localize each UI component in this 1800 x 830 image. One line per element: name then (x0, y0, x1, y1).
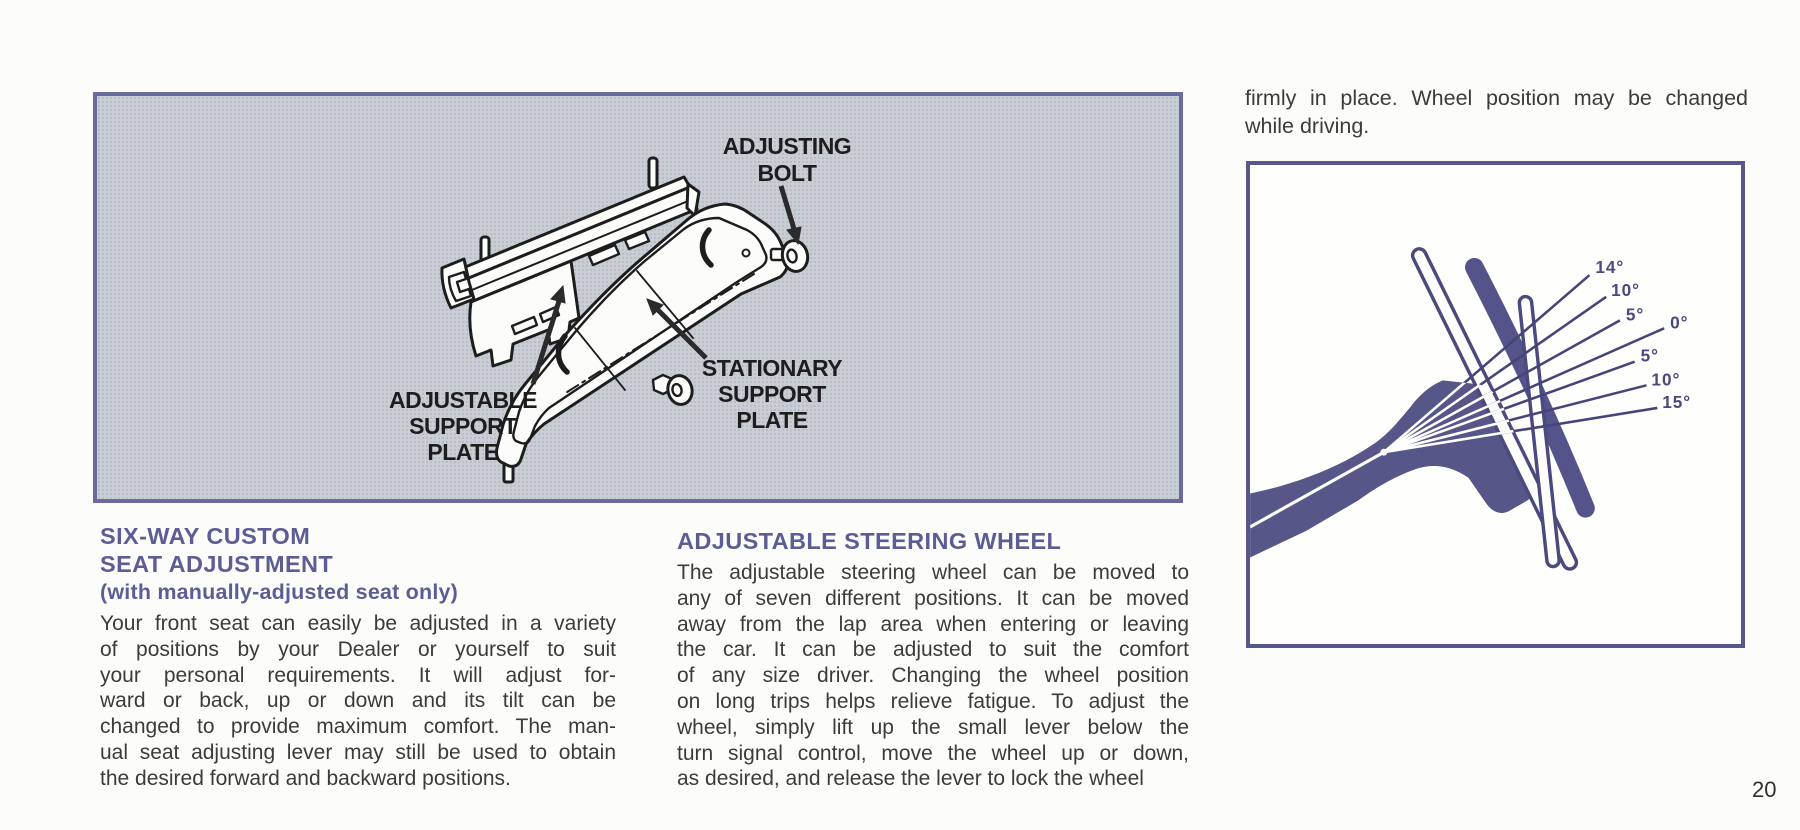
body-line: while driving. (1245, 114, 1370, 138)
steering-section-continued: firmly in place. Wheel position may be c… (1245, 84, 1748, 140)
angle-label-0: 0° (1670, 312, 1688, 332)
angle-label-5-up: 5° (1626, 304, 1644, 324)
stationary-support-plate-drawing (495, 202, 790, 484)
seat-adjustment-illustration: ADJUSTING BOLT ADJUSTABLE SUPPORT PLATE … (389, 133, 852, 484)
stationary-plate-label-line3: PLATE (736, 407, 807, 433)
steering-wheel-positions-figure: 14° 10° 5° 0° 5° 10° 15° (1246, 161, 1745, 648)
adjustable-plate-label-line3: PLATE (427, 439, 498, 465)
body-line: the desired forward and backward positio… (100, 766, 511, 790)
section-heading: ADJUSTABLE STEERING WHEEL (677, 528, 1062, 554)
angle-label-10-up: 10° (1611, 280, 1640, 300)
angle-label-5-down: 5° (1641, 346, 1659, 366)
body-line: Your front seat can easily be adjusted i… (100, 612, 616, 635)
adjustable-plate-label-line1: ADJUSTABLE (389, 387, 537, 413)
adjusting-bolt-label-line2: BOLT (758, 160, 817, 186)
adjustable-plate-label-line2: SUPPORT (409, 413, 517, 439)
stationary-plate-label-line2: SUPPORT (718, 381, 826, 407)
angle-label-14: 14° (1595, 257, 1624, 277)
seat-adjustment-figure: ADJUSTING BOLT ADJUSTABLE SUPPORT PLATE … (93, 92, 1183, 503)
body-line: on long trips helps relieve fatigue. To … (677, 689, 1189, 713)
section-subheading: (with manually-adjusted seat only) (100, 580, 459, 604)
steering-wheel-section: ADJUSTABLE STEERING WHEEL The adjustable… (677, 527, 1189, 792)
body-line: of any size driver. Changing the wheel p… (677, 664, 1189, 688)
wheel-rim-bar-down (1517, 294, 1561, 569)
adjustable-support-plate-drawing (440, 156, 701, 368)
body-line: your personal requirements. It will adju… (100, 663, 616, 687)
body-line: of positions by your Dealer or yourself … (100, 637, 616, 661)
body-line: wheel, simply lift up the small lever be… (677, 715, 1189, 739)
body-line: ual seat adjusting lever may still be us… (100, 740, 616, 764)
body-line: any of seven different positions. It can… (677, 586, 1189, 610)
body-line: The adjustable steering wheel can be mov… (677, 561, 1189, 584)
body-line: as desired, and release the lever to loc… (677, 767, 1144, 791)
callout-arrows (530, 185, 802, 385)
steering-section-body: The adjustable steering wheel can be mov… (677, 560, 1189, 792)
section-heading-line2: SEAT ADJUSTMENT (100, 551, 334, 577)
angle-label-10-down: 10° (1651, 369, 1680, 389)
body-line: ward or back, up or down and its tilt ca… (100, 689, 616, 713)
body-line: away from the lap area when entering or … (677, 612, 1189, 636)
stationary-plate-label-line1: STATIONARY (702, 355, 842, 381)
seat-section-body: Your front seat can easily be adjusted i… (100, 611, 616, 792)
body-line: firmly in place. Wheel position may be c… (1245, 86, 1748, 110)
pivot-point (1380, 448, 1388, 456)
lower-bolt-drawing (651, 373, 694, 406)
section-heading-line1: SIX-WAY CUSTOM (100, 523, 311, 549)
body-line: the car. It can be adjusted to suit the … (677, 638, 1189, 662)
adjusting-bolt-drawing (769, 239, 810, 273)
page-number: 20 (1752, 777, 1777, 802)
steering-wheel-illustration: 14° 10° 5° 0° 5° 10° 15° (1250, 247, 1691, 571)
adjusting-bolt-label-line1: ADJUSTING (723, 133, 851, 159)
angle-label-15: 15° (1662, 392, 1691, 412)
body-line: changed to provide maximum comfort. The … (100, 715, 616, 739)
seat-adjustment-section: SIX-WAY CUSTOM SEAT ADJUSTMENT (with man… (100, 522, 616, 792)
body-line: turn signal control, move the wheel up o… (677, 741, 1189, 765)
